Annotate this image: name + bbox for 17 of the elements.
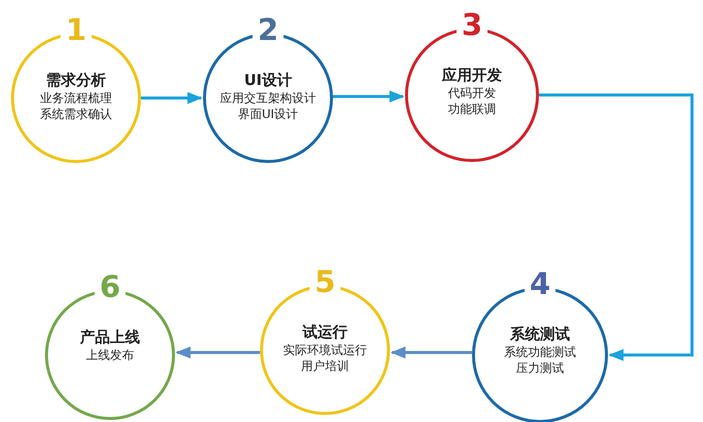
step-description: 业务流程梳理系统需求确认 [40,90,112,122]
step-description: 实际环境试运行用户培训 [283,342,367,374]
step-title: 应用开发 [442,65,502,85]
step-title: UI设计 [244,70,292,90]
step-description: 应用交互架构设计界面UI设计 [220,90,316,122]
arrow [176,346,260,358]
arrow [141,92,202,104]
step-description: 系统功能测试压力测试 [504,344,576,376]
step-title: 系统测试 [510,324,570,344]
step-description: 上线发布 [85,347,135,363]
arrow [390,346,472,358]
arrow [539,94,694,361]
step-title: 需求分析 [46,70,106,90]
step-title: 试运行 [302,322,348,342]
step-title: 产品上线 [80,327,140,347]
step-description: 代码开发功能联调 [448,85,496,117]
arrow [333,90,404,102]
